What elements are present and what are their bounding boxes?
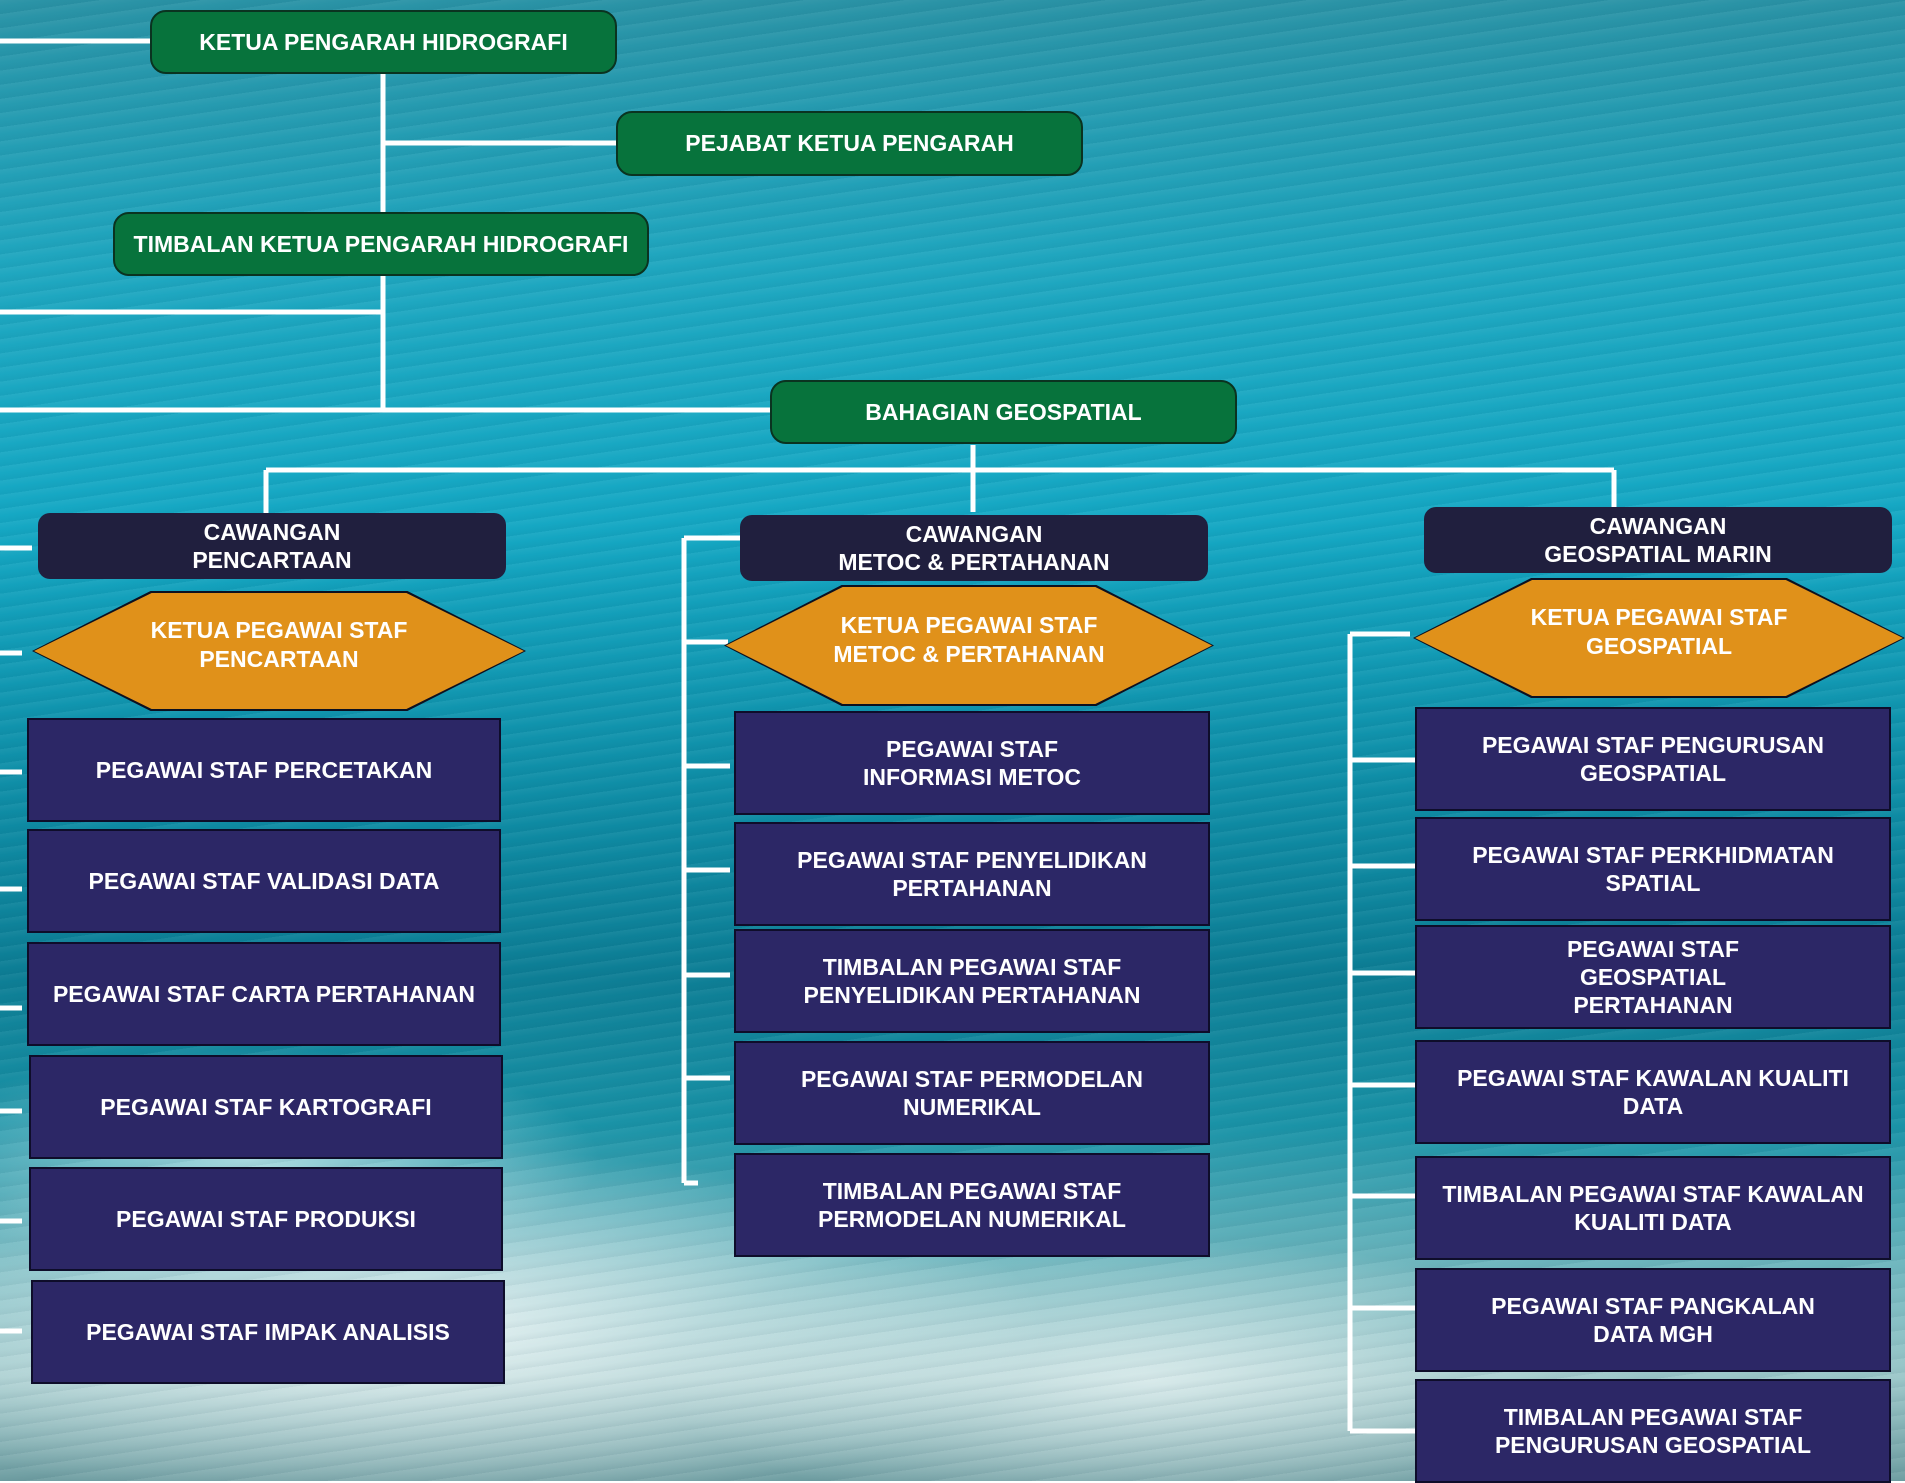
branch-head-label: CAWANGAN GEOSPATIAL MARIN [1544, 512, 1772, 567]
office-box: PEJABAT KETUA PENGARAH [616, 111, 1083, 176]
director-box: KETUA PENGARAH HIDROGRAFI [150, 10, 617, 74]
branch-head-label: CAWANGAN PENCARTAAN [192, 518, 352, 573]
staff-box: PEGAWAI STAF PERKHIDMATAN SPATIAL [1415, 817, 1891, 921]
chief-hex-pencartaan: KETUA PEGAWAI STAF PENCARTAAN [32, 591, 526, 711]
staff-box: TIMBALAN PEGAWAI STAF KAWALAN KUALITI DA… [1415, 1156, 1891, 1260]
staff-label: PEGAWAI STAF CARTA PERTAHANAN [52, 980, 476, 1007]
chief-label: KETUA PEGAWAI STAF METOC & PERTAHANAN [833, 611, 1105, 667]
staff-label: TIMBALAN PEGAWAI STAF KAWALAN KUALITI DA… [1442, 1180, 1864, 1235]
staff-box: PEGAWAI STAF CARTA PERTAHANAN [27, 942, 501, 1046]
staff-box: TIMBALAN PEGAWAI STAF PENYELIDIKAN PERTA… [734, 929, 1210, 1033]
branch-head-label: CAWANGAN METOC & PERTAHANAN [838, 520, 1110, 575]
chief-label: KETUA PEGAWAI STAF PENCARTAAN [150, 617, 408, 672]
staff-box: PEGAWAI STAF PRODUKSI [29, 1167, 503, 1271]
staff-label: PEGAWAI STAF INFORMASI METOC [862, 735, 1082, 790]
staff-label: PEGAWAI STAF PERKHIDMATAN SPATIAL [1472, 841, 1834, 896]
chief-hex-geospatial: KETUA PEGAWAI STAF GEOSPATIAL [1413, 578, 1905, 698]
staff-box: PEGAWAI STAF PERMODELAN NUMERIKAL [734, 1041, 1210, 1145]
staff-label: TIMBALAN PEGAWAI STAF PERMODELAN NUMERIK… [818, 1177, 1126, 1232]
staff-label: PEGAWAI STAF VALIDASI DATA [88, 867, 440, 894]
division-box: BAHAGIAN GEOSPATIAL [770, 380, 1237, 444]
staff-box: TIMBALAN PEGAWAI STAF PERMODELAN NUMERIK… [734, 1153, 1210, 1257]
staff-label: PEGAWAI STAF PERMODELAN NUMERIKAL [800, 1065, 1144, 1120]
division-label: BAHAGIAN GEOSPATIAL [865, 398, 1142, 425]
deputy-box: TIMBALAN KETUA PENGARAH HIDROGRAFI [113, 212, 649, 276]
chief-label: KETUA PEGAWAI STAF GEOSPATIAL [1530, 604, 1788, 659]
staff-label: PEGAWAI STAF PRODUKSI [116, 1205, 416, 1232]
staff-box: TIMBALAN PEGAWAI STAF PENGURUSAN GEOSPAT… [1415, 1379, 1891, 1483]
staff-box: PEGAWAI STAF IMPAK ANALISIS [31, 1280, 505, 1384]
staff-label: PEGAWAI STAF PERCETAKAN [95, 756, 433, 783]
staff-label: PEGAWAI STAF IMPAK ANALISIS [86, 1318, 450, 1345]
staff-label: TIMBALAN PEGAWAI STAF PENGURUSAN GEOSPAT… [1494, 1403, 1812, 1458]
staff-label: TIMBALAN PEGAWAI STAF PENYELIDIKAN PERTA… [803, 953, 1141, 1008]
staff-box: PEGAWAI STAF VALIDASI DATA [27, 829, 501, 933]
staff-label: PEGAWAI STAF PENGURUSAN GEOSPATIAL [1481, 731, 1825, 786]
staff-box: PEGAWAI STAF INFORMASI METOC [734, 711, 1210, 815]
staff-label: PEGAWAI STAF PENYELIDIKAN PERTAHANAN [797, 846, 1147, 901]
staff-box: PEGAWAI STAF PENYELIDIKAN PERTAHANAN [734, 822, 1210, 926]
staff-label: PEGAWAI STAF GEOSPATIAL PERTAHANAN [1566, 935, 1740, 1019]
chief-hex-metoc: KETUA PEGAWAI STAF METOC & PERTAHANAN [724, 585, 1214, 706]
branch-head-geospatial: CAWANGAN GEOSPATIAL MARIN [1424, 507, 1892, 573]
staff-label: PEGAWAI STAF PANGKALAN DATA MGH [1491, 1292, 1815, 1347]
staff-box: PEGAWAI STAF PENGURUSAN GEOSPATIAL [1415, 707, 1891, 811]
staff-box: PEGAWAI STAF KARTOGRAFI [29, 1055, 503, 1159]
director-label: KETUA PENGARAH HIDROGRAFI [199, 28, 568, 55]
staff-box: PEGAWAI STAF PANGKALAN DATA MGH [1415, 1268, 1891, 1372]
staff-label: PEGAWAI STAF KARTOGRAFI [100, 1093, 432, 1120]
deputy-label: TIMBALAN KETUA PENGARAH HIDROGRAFI [133, 230, 629, 257]
staff-box: PEGAWAI STAF PERCETAKAN [27, 718, 501, 822]
staff-box: PEGAWAI STAF GEOSPATIAL PERTAHANAN [1415, 925, 1891, 1029]
branch-head-metoc: CAWANGAN METOC & PERTAHANAN [740, 515, 1208, 581]
staff-box: PEGAWAI STAF KAWALAN KUALITI DATA [1415, 1040, 1891, 1144]
branch-head-pencartaan: CAWANGAN PENCARTAAN [38, 513, 506, 579]
office-label: PEJABAT KETUA PENGARAH [685, 130, 1014, 157]
staff-label: PEGAWAI STAF KAWALAN KUALITI DATA [1457, 1064, 1849, 1119]
